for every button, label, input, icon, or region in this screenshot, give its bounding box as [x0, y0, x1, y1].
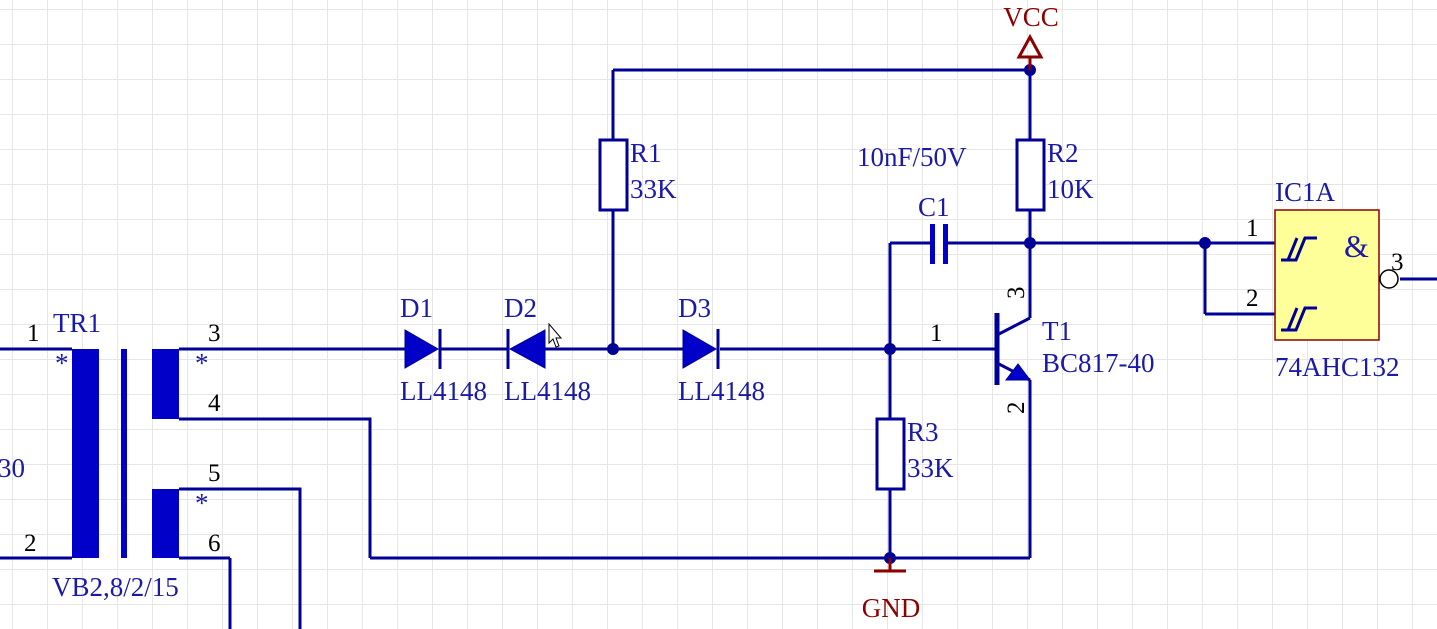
- c1-value: 10nF/50V: [857, 142, 967, 172]
- tr1-pin-2: 2: [24, 530, 37, 557]
- ic1a-value: 74AHC132: [1275, 352, 1400, 382]
- d1-anode-triangle: [404, 329, 440, 369]
- tr1-pin-4: 4: [208, 390, 221, 417]
- tr1-partial-label: 30: [0, 453, 25, 483]
- t1-emitter-arrow-icon: [1005, 363, 1031, 381]
- tr1-pin-5: 5: [208, 460, 221, 487]
- tr1-pin-6: 6: [208, 530, 221, 557]
- transformer-tr1[interactable]: TR1 VB2,8/2/15 30 1 2 3 4 5 6 * * *: [0, 308, 230, 602]
- capacitor-c1[interactable]: C1 10nF/50V: [857, 142, 967, 264]
- ic-ic1a[interactable]: & 1 2 3 IC1A 74AHC132: [1246, 177, 1404, 382]
- diode-d2[interactable]: D2 LL4148: [475, 293, 591, 406]
- r2-value: 10K: [1047, 174, 1094, 204]
- r1-value: 33K: [630, 174, 677, 204]
- inverter-bubble-icon: [1379, 269, 1399, 289]
- junction-dot: [607, 343, 619, 355]
- ic1a-pin-3: 3: [1391, 249, 1404, 276]
- schmitt-trigger-icon: [1281, 306, 1317, 332]
- t1-value: BC817-40: [1042, 348, 1155, 378]
- r3-value: 33K: [907, 453, 954, 483]
- wires: [0, 57, 1437, 629]
- vcc-label: VCC: [1003, 2, 1059, 32]
- c1-plate-left: [930, 224, 935, 264]
- tr1-pin-1: 1: [27, 320, 40, 347]
- ic1a-pin-2: 2: [1246, 285, 1259, 312]
- transformer-winding-upper: [152, 349, 179, 419]
- d1-ref: D1: [400, 293, 433, 323]
- r2-ref: R2: [1047, 138, 1079, 168]
- c1-ref: C1: [918, 192, 950, 222]
- t1-ref: T1: [1042, 316, 1072, 346]
- d2-value: LL4148: [504, 376, 591, 406]
- tr1-value: VB2,8/2/15: [52, 572, 179, 602]
- r1-body: [598, 138, 629, 212]
- c1-plate-right: [943, 224, 948, 264]
- tr1-dot-secondary-upper: *: [195, 348, 209, 378]
- d2-anode-triangle: [508, 329, 546, 369]
- resistor-r3[interactable]: R3 33K: [875, 417, 954, 491]
- r1-ref: R1: [630, 138, 662, 168]
- diode-d1[interactable]: D1 LL4148: [372, 293, 487, 406]
- tr1-pin-3: 3: [208, 320, 221, 347]
- junction-dot: [1199, 237, 1211, 249]
- mouse-cursor-icon: [548, 322, 563, 348]
- diode-d3[interactable]: D3 LL4148: [650, 293, 765, 406]
- d3-anode-triangle: [682, 329, 718, 369]
- ic1a-logic-symbol: &: [1344, 228, 1369, 264]
- r3-body: [875, 417, 906, 491]
- ic1a-pin-1: 1: [1246, 215, 1259, 242]
- r2-body: [1015, 138, 1046, 212]
- gnd-power-port[interactable]: GND: [862, 558, 921, 623]
- gnd-label: GND: [862, 593, 921, 623]
- r3-ref: R3: [907, 417, 939, 447]
- t1-pin-2: 2: [1003, 402, 1030, 415]
- resistor-r2[interactable]: R2 10K: [1015, 138, 1094, 212]
- t1-pin-3: 3: [1003, 287, 1030, 300]
- t1-pin-1: 1: [930, 320, 943, 347]
- d1-value: LL4148: [400, 376, 487, 406]
- vcc-power-port[interactable]: VCC: [1003, 2, 1059, 70]
- transformer-core-left: [72, 349, 99, 558]
- ic1a-ref: IC1A: [1275, 177, 1336, 207]
- d2-ref: D2: [504, 293, 537, 323]
- transformer-winding-lower: [152, 489, 179, 558]
- d3-value: LL4148: [678, 376, 765, 406]
- tr1-ref: TR1: [53, 308, 101, 338]
- d3-ref: D3: [678, 293, 711, 323]
- resistor-r1[interactable]: R1 33K: [598, 138, 677, 212]
- junction-dot: [1024, 237, 1036, 249]
- junction-dot: [884, 343, 896, 355]
- vcc-arrow-icon: [1016, 33, 1044, 59]
- schmitt-trigger-icon: [1281, 236, 1317, 262]
- tr1-dot-primary: *: [55, 348, 69, 378]
- transistor-t1[interactable]: 1 3 2 T1 BC817-40: [930, 287, 1155, 415]
- tr1-dot-secondary-lower: *: [195, 488, 209, 518]
- transformer-core-bar: [121, 349, 127, 558]
